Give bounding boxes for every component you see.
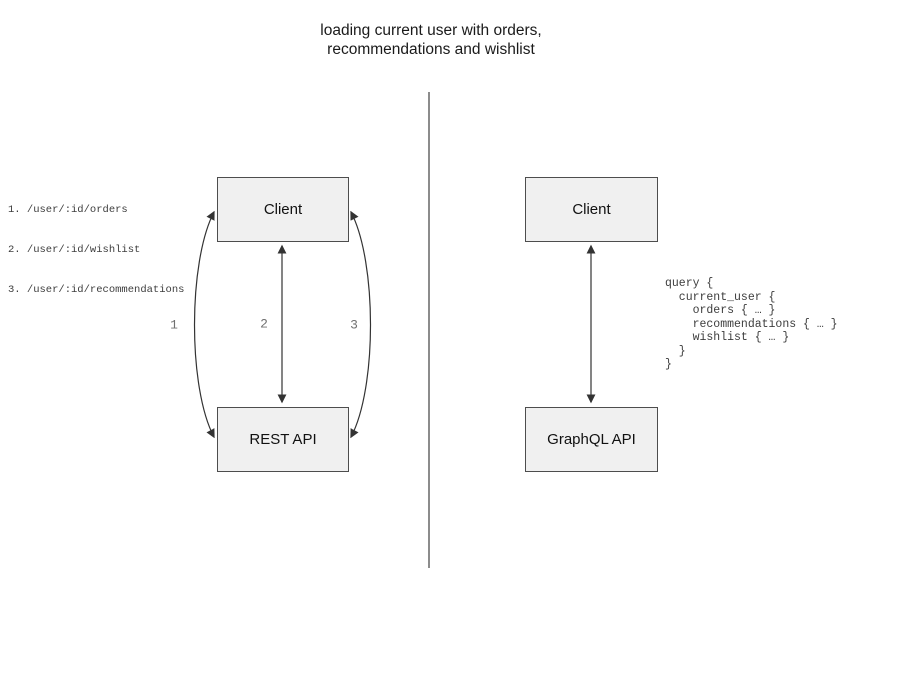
rest-endpoints-list: 1. /user/:id/orders 2. /user/:id/wishlis… [8, 178, 184, 323]
node-graphql-api-label: GraphQL API [547, 431, 636, 448]
rest-endpoint-recommendations: 3. /user/:id/recommendations [8, 283, 185, 296]
graphql-query-snippet: query { current_user { orders { … } reco… [665, 277, 838, 371]
node-rest-api-label: REST API [249, 431, 317, 448]
arrow-label-3: 3 [350, 317, 358, 333]
rest-endpoint-wishlist: 2. /user/:id/wishlist [8, 244, 141, 257]
diagram-title: loading current user with orders, recomm… [320, 21, 541, 59]
node-graphql-api: GraphQL API [525, 407, 658, 472]
node-client-right: Client [525, 177, 658, 242]
node-client-left: Client [217, 177, 349, 242]
arrow-label-1: 1 [170, 317, 178, 333]
node-client-right-label: Client [572, 201, 611, 218]
node-rest-api: REST API [217, 407, 349, 472]
arrow-label-2: 2 [260, 316, 268, 332]
diagram-title-line1: loading current user with orders, [320, 22, 542, 39]
arrow-1-curved-left [193, 210, 215, 439]
diagram-title-line2: recommendations and wishlist [327, 41, 535, 58]
rest-endpoint-orders: 1. /user/:id/orders [8, 204, 128, 217]
node-client-left-label: Client [263, 201, 303, 218]
